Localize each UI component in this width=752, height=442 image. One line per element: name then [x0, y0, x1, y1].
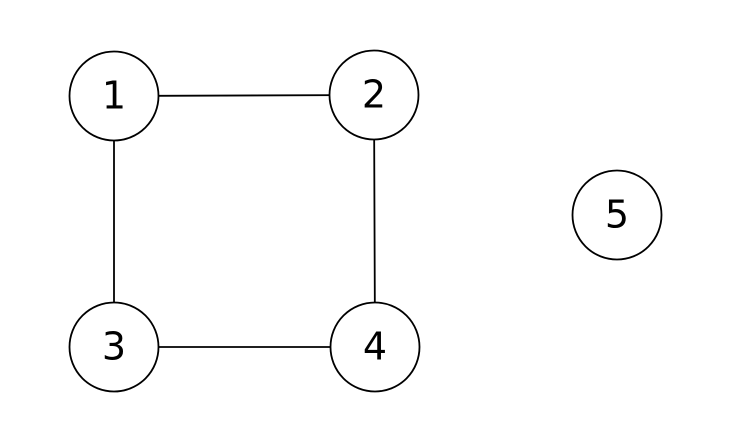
graph-node-label-2: 2 [362, 73, 386, 117]
graph-node-label-1: 1 [102, 74, 126, 118]
graph-node-label-3: 3 [102, 325, 126, 369]
graph-node-3 [68, 301, 160, 393]
graph-node-4 [329, 301, 421, 393]
graph-node-5 [571, 169, 663, 261]
graph-node-1 [68, 50, 160, 142]
graph-node-2 [328, 49, 420, 141]
graph-node-label-4: 4 [363, 325, 387, 369]
graph-node-label-5: 5 [605, 193, 629, 237]
